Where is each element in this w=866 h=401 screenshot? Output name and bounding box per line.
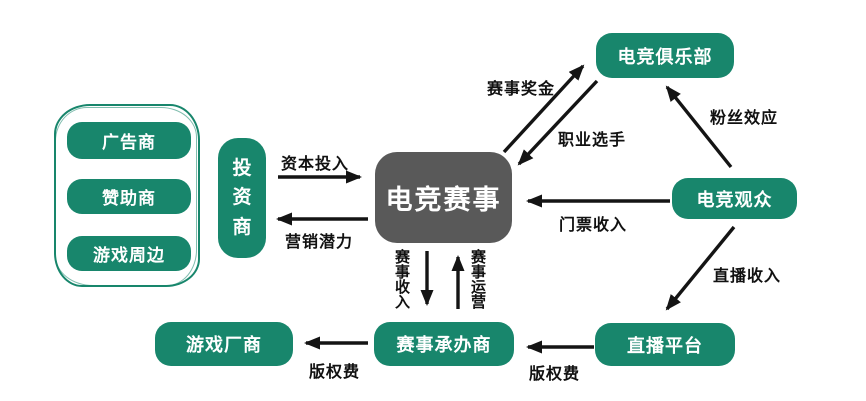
edge-label-event-income: 赛事收入: [394, 249, 410, 311]
node-investor-label: 投资商: [232, 157, 252, 238]
node-stream-platform: 直播平台: [595, 323, 735, 366]
edge-label-copyright-fee-platform: 版权费: [529, 366, 581, 383]
node-game-maker: 游戏厂商: [155, 322, 293, 366]
node-merchandise: 游戏周边: [67, 236, 191, 271]
edge-label-prize-money: 赛事奖金: [487, 81, 556, 98]
edge-label-fan-effect: 粉丝效应: [710, 110, 779, 127]
node-esports-event: 电竞赛事: [375, 152, 512, 243]
node-sponsor: 赞助商: [67, 179, 191, 214]
edge-label-copyright-fee-organizer: 版权费: [309, 364, 361, 381]
edge-label-marketing-potential: 营销潜力: [285, 234, 354, 251]
node-investor: 投资商: [218, 138, 266, 258]
edge-label-event-operation: 赛事运营: [470, 249, 486, 311]
node-advertiser: 广告商: [67, 122, 191, 159]
edge-label-capital-investment: 资本投入: [281, 156, 350, 173]
edge-label-stream-revenue: 直播收入: [713, 268, 782, 285]
supplier-group-frame: [54, 104, 200, 287]
edge-label-ticket-revenue: 门票收入: [559, 217, 628, 234]
node-esports-club: 电竞俱乐部: [596, 33, 734, 78]
edge-label-pro-players: 职业选手: [558, 132, 627, 149]
node-esports-audience: 电竞观众: [672, 178, 797, 219]
node-event-organizer: 赛事承办商: [374, 322, 514, 366]
